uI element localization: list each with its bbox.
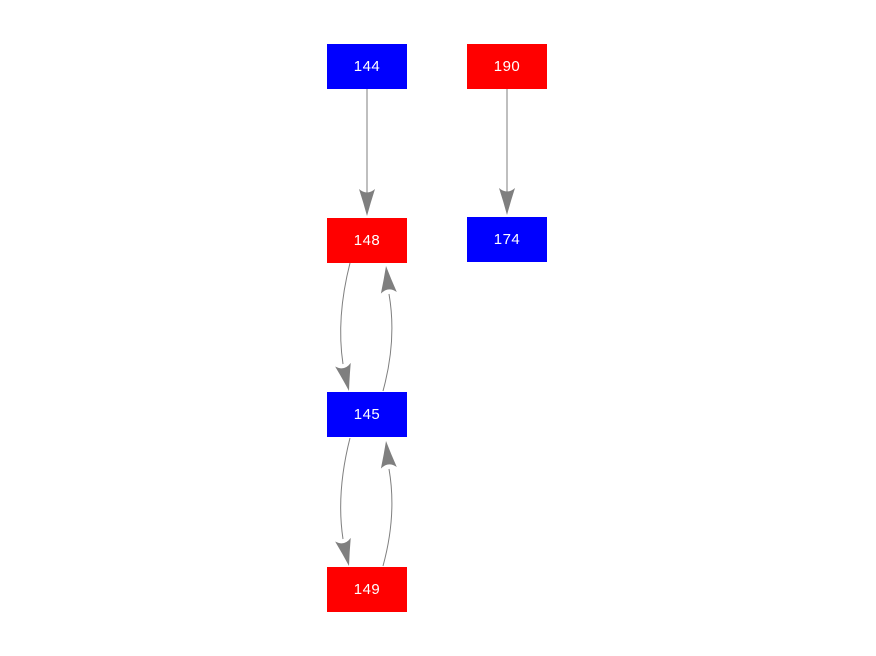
node-label: 149: [353, 581, 381, 598]
graph-node-190[interactable]: 190: [467, 44, 547, 89]
edge-line-145-149: [340, 437, 351, 540]
node-label: 190: [493, 58, 521, 75]
edge-arrowhead-icon-190-174: [499, 188, 515, 215]
edge-line-149-145: [382, 468, 393, 567]
edge-arrowhead-icon-148-145: [335, 362, 351, 391]
graph-node-174[interactable]: 174: [467, 217, 547, 262]
graph-node-145[interactable]: 145: [327, 392, 407, 437]
edge-line-148-145: [340, 262, 351, 365]
node-label: 148: [353, 232, 381, 249]
edge-arrowhead-icon-144-148: [359, 189, 375, 216]
graph-node-144[interactable]: 144: [327, 44, 407, 89]
graph-node-148[interactable]: 148: [327, 218, 407, 263]
graph-node-149[interactable]: 149: [327, 567, 407, 612]
node-label: 174: [493, 231, 521, 248]
edge-arrowhead-icon-145-149: [335, 537, 351, 566]
edge-arrowhead-icon-149-145: [380, 441, 397, 469]
node-label: 145: [353, 406, 381, 423]
edge-line-145-148: [382, 293, 393, 392]
node-label: 144: [353, 58, 381, 75]
edge-arrowhead-icon-145-148: [380, 266, 397, 294]
